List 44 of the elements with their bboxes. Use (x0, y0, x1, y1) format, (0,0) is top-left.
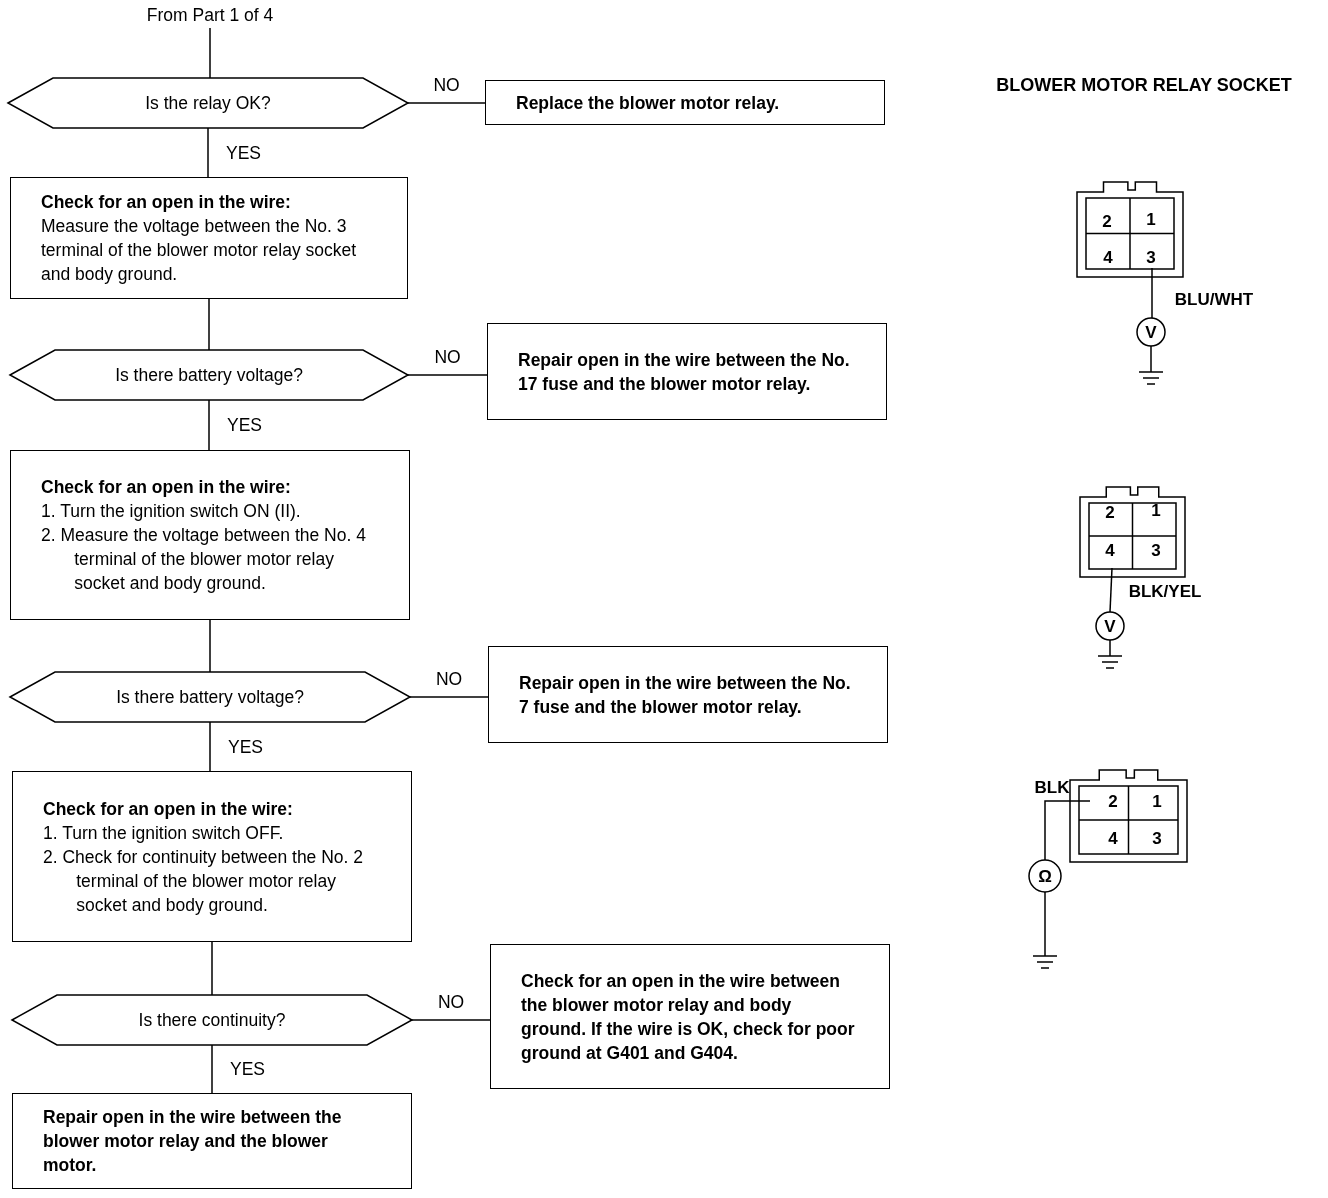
connector-line (207, 127, 209, 178)
connector-line (208, 298, 210, 351)
socket-label: 2 (1105, 503, 1115, 521)
process-box: Check for an open in the wire between the blower motor relay and body ground. If the wire is OK, check for poor ground at G401 and G404. (490, 944, 890, 1089)
socket-heading: BLOWER MOTOR RELAY SOCKET (996, 76, 1292, 94)
socket-label: 1 (1146, 210, 1156, 228)
socket-label: BLK/YEL (1128, 582, 1202, 600)
connector-line (407, 374, 488, 376)
socket-label: V (1104, 617, 1116, 635)
socket-label: 2 (1108, 792, 1118, 810)
socket-label: 1 (1151, 501, 1161, 519)
connector-line (411, 1019, 491, 1021)
socket-label: 4 (1108, 829, 1118, 847)
decision-diamond: Is there battery voltage? (10, 672, 410, 722)
connector-line (211, 1044, 213, 1094)
decision-diamond: Is there continuity? (12, 995, 412, 1045)
socket-label: BLU/WHT (1174, 290, 1254, 308)
connector-line (211, 941, 213, 996)
start-text: From Part 1 of 4 (140, 2, 280, 28)
connector-line (209, 27, 211, 79)
process-box: Replace the blower motor relay. (485, 80, 885, 125)
connector-line (209, 619, 211, 673)
socket-label: 4 (1105, 541, 1115, 559)
socket-label: 3 (1146, 248, 1156, 266)
connector-line (409, 696, 489, 698)
socket-label: Ω (1038, 867, 1052, 885)
socket-label: 4 (1103, 248, 1113, 266)
socket-label: 3 (1152, 829, 1162, 847)
connector-line (209, 721, 211, 772)
process-box: Check for an open in the wire: 1. Turn the ignition switch OFF. 2. Check for continuity between the No. 2 terminal of the blower motor relay socket and body ground. (12, 771, 412, 942)
socket-label: 3 (1151, 541, 1161, 559)
process-box: Repair open in the wire between the blower motor relay and the blower motor. (12, 1093, 412, 1189)
socket-label: 1 (1152, 792, 1162, 810)
decision-diamond: Is the relay OK? (8, 78, 408, 128)
process-box: Check for an open in the wire: Measure the voltage between the No. 3 terminal of the blower motor relay socket and body ground. (10, 177, 408, 299)
socket-label: BLK (1034, 778, 1070, 796)
socket-label: 2 (1102, 212, 1112, 230)
connector-line (208, 399, 210, 451)
process-box: Repair open in the wire between the No. 7 fuse and the blower motor relay. (488, 646, 888, 743)
socket-label: V (1145, 323, 1157, 341)
process-box: Check for an open in the wire: 1. Turn the ignition switch ON (II). 2. Measure the voltage between the No. 4 terminal of the blower motor relay socket and body ground. (10, 450, 410, 620)
connector-line (407, 102, 486, 104)
process-box: Repair open in the wire between the No. 17 fuse and the blower motor relay. (487, 323, 887, 420)
decision-diamond: Is there battery voltage? (10, 350, 408, 400)
